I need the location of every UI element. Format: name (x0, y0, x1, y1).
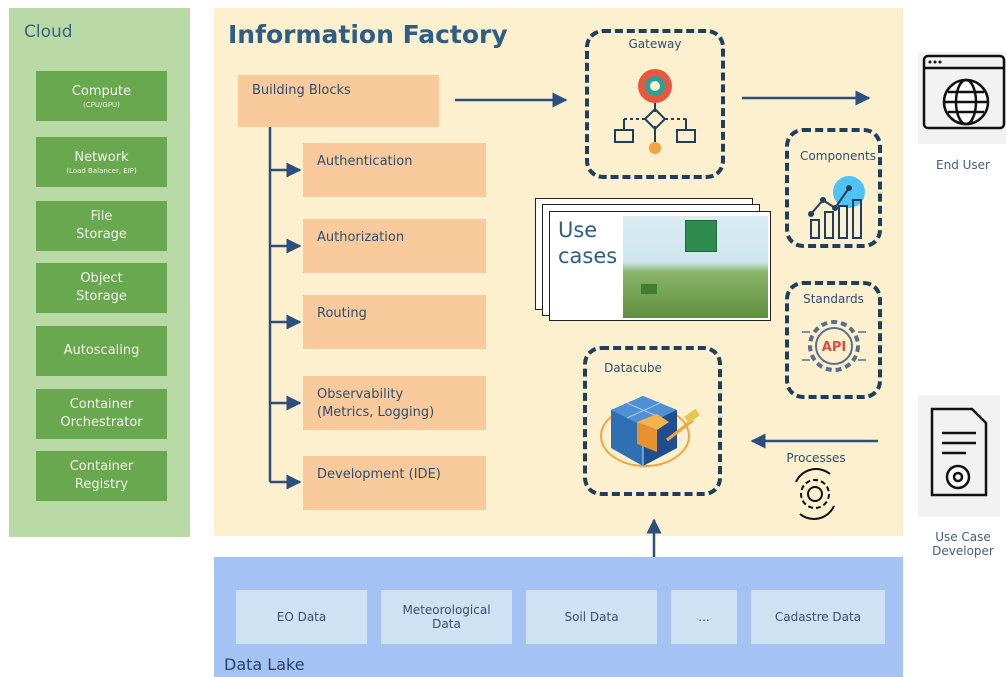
gateway-box (585, 29, 725, 179)
data-lake-title: Data Lake (224, 655, 305, 674)
use-case-card (549, 211, 771, 321)
cloud-item-label: Object Storage (76, 271, 127, 304)
building-block-item: Development (IDE) (303, 456, 486, 510)
developer-document-icon (918, 395, 1000, 517)
components-label: Components (800, 149, 876, 163)
cloud-item-label: Compute (71, 83, 132, 99)
cloud-item-label: Autoscaling (63, 343, 140, 358)
cloud-item: Object Storage (36, 263, 167, 313)
cloud-item: Autoscaling (36, 326, 167, 376)
cloud-title: Cloud (24, 22, 73, 42)
cloud-item: Container Registry (36, 451, 167, 501)
api-text: API (822, 340, 846, 355)
datacube-box (583, 346, 722, 496)
standards-box (785, 281, 882, 399)
factory-title: Information Factory (228, 20, 508, 49)
cloud-item: Compute(CPU/GPU) (36, 71, 167, 121)
end-user-label: End User (936, 158, 990, 172)
data-lake-item: Meteorological Data (381, 590, 512, 644)
processes-gear-icon (795, 468, 835, 520)
use-cases-line1: Use (558, 218, 598, 242)
cube-graphic (685, 220, 717, 252)
cloud-item: Network(Load Balancer, EIP) (36, 137, 167, 187)
cloud-item-label: Network (74, 149, 129, 165)
cloud-item-label: Container Registry (69, 459, 134, 492)
globe-browser-icon (918, 52, 1006, 144)
cloud-item-label: Container Orchestrator (60, 397, 143, 430)
cloud-item-label: File Storage (76, 209, 127, 242)
gateway-gear-icon (614, 69, 696, 154)
datacube-icon (600, 396, 701, 467)
use-case-developer-label: Use Case Developer (932, 530, 994, 558)
components-box (785, 128, 882, 248)
tractor-graphic (641, 284, 657, 294)
api-gear-icon: API (802, 320, 866, 372)
cloud-item-sublabel: (CPU/GPU) (83, 100, 120, 109)
standards-label: Standards (803, 292, 864, 306)
building-block-item: Authentication (303, 143, 486, 197)
use-case-photo (623, 216, 768, 318)
building-block-item: Observability (Metrics, Logging) (303, 376, 486, 430)
cloud-item: File Storage (36, 201, 167, 251)
chart-icon (808, 176, 865, 239)
cloud-item-sublabel: (Load Balancer, EIP) (66, 166, 137, 175)
data-lake-item: ... (671, 590, 737, 644)
data-lake-item: EO Data (236, 590, 367, 644)
use-cases-line2: cases (558, 244, 618, 268)
cloud-item: Container Orchestrator (36, 389, 167, 439)
data-lake-item: Cadastre Data (751, 590, 885, 644)
datacube-label: Datacube (604, 361, 662, 375)
building-block-item: Routing (303, 295, 486, 349)
processes-label: Processes (786, 451, 846, 465)
data-lake-item: Soil Data (526, 590, 657, 644)
building-block-item: Authorization (303, 219, 486, 273)
gateway-label: Gateway (628, 37, 682, 51)
building-blocks-box: Building Blocks (238, 75, 439, 127)
